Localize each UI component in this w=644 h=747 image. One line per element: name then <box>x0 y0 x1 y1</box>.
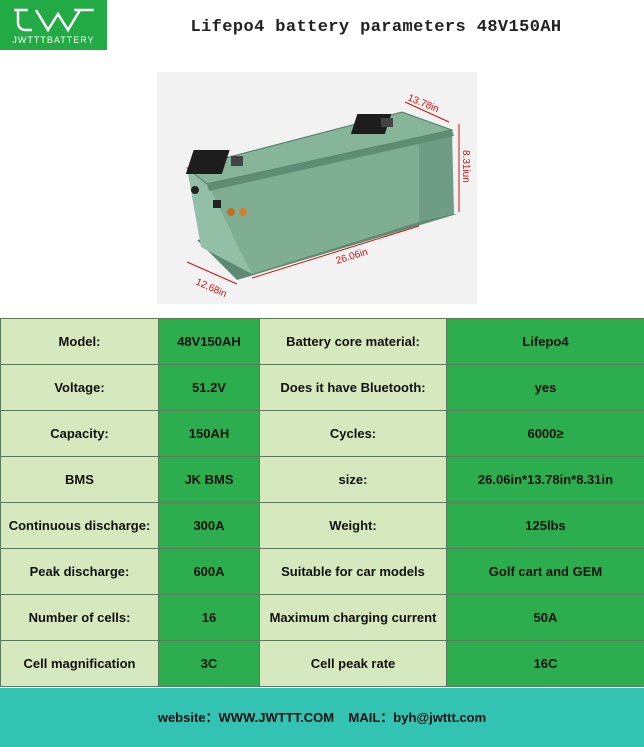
mail-link[interactable]: byh@jwttt.com <box>393 710 487 725</box>
spec-label: Continuous discharge: <box>0 502 159 549</box>
spec-value: 6000≥ <box>446 410 644 457</box>
table-row: Peak discharge: 600A Suitable for car mo… <box>0 548 644 595</box>
spec-label: Battery core material: <box>259 318 447 365</box>
spec-label: Capacity: <box>0 410 159 457</box>
table-row: BMS JK BMS size: 26.06in*13.78in*8.31in <box>0 456 644 503</box>
page-title: Lifepo4 battery parameters 48V150AH <box>190 18 562 37</box>
mail-label: MAIL： <box>348 710 394 725</box>
spec-value: 3C <box>158 640 260 687</box>
table-row: Number of cells: 16 Maximum charging cur… <box>0 594 644 641</box>
spec-label: Cell peak rate <box>259 640 447 687</box>
dimension-depth: 12.68in <box>194 277 228 300</box>
brand-logo: JWTTTBATTERY <box>0 0 107 50</box>
website-label: website： <box>157 710 219 725</box>
table-row: Continuous discharge: 300A Weight: 125lb… <box>0 502 644 549</box>
table-row: Capacity: 150AH Cycles: 6000≥ <box>0 410 644 457</box>
spec-value: 51.2V <box>158 364 260 411</box>
spec-label: BMS <box>0 456 159 503</box>
spec-value: 600A <box>158 548 260 595</box>
dimension-length: 26.06in <box>335 247 370 267</box>
spec-label: Number of cells: <box>0 594 159 641</box>
spec-value: 300A <box>158 502 260 549</box>
spec-value: 125lbs <box>446 502 644 549</box>
logo-mark-icon <box>14 8 94 33</box>
logo-text: JWTTTBATTERY <box>12 35 95 45</box>
spec-value: yes <box>446 364 644 411</box>
spec-label: Cycles: <box>259 410 447 457</box>
spec-label: Suitable for car models <box>259 548 447 595</box>
spec-label: Weight: <box>259 502 447 549</box>
spec-label: Model: <box>0 318 159 365</box>
spec-label: size: <box>259 456 447 503</box>
dimension-height: 8.31iun <box>460 150 471 183</box>
battery-illustration: 13.78in 8.31iun 26.06in 12.68in <box>185 93 471 300</box>
spec-value: 16C <box>446 640 644 687</box>
spec-label: Voltage: <box>0 364 159 411</box>
spec-label: Does it have Bluetooth: <box>259 364 447 411</box>
spec-value: 26.06in*13.78in*8.31in <box>446 456 644 503</box>
spec-value: 48V150AH <box>158 318 260 365</box>
spec-value: Golf cart and GEM <box>446 548 644 595</box>
footer: website：WWW.JWTTT.COM MAIL：byh@jwttt.com <box>0 688 644 747</box>
website-link[interactable]: WWW.JWTTT.COM <box>218 710 335 725</box>
spec-value: Lifepo4 <box>446 318 644 365</box>
battery-image: 13.78in 8.31iun 26.06in 12.68in <box>157 72 477 304</box>
spec-label: Maximum charging current <box>259 594 447 641</box>
spec-value: JK BMS <box>158 456 260 503</box>
spec-label: Cell magnification <box>0 640 159 687</box>
spec-label: Peak discharge: <box>0 548 159 595</box>
dimension-width: 13.78in <box>406 93 441 115</box>
header: JWTTTBATTERY Lifepo4 battery parameters … <box>0 0 644 55</box>
spec-value: 16 <box>158 594 260 641</box>
table-row: Model: 48V150AH Battery core material: L… <box>0 318 644 365</box>
table-row: Voltage: 51.2V Does it have Bluetooth: y… <box>0 364 644 411</box>
spec-value: 50A <box>446 594 644 641</box>
spec-table: Model: 48V150AH Battery core material: L… <box>0 318 644 687</box>
table-row: Cell magnification 3C Cell peak rate 16C <box>0 640 644 687</box>
spec-value: 150AH <box>158 410 260 457</box>
